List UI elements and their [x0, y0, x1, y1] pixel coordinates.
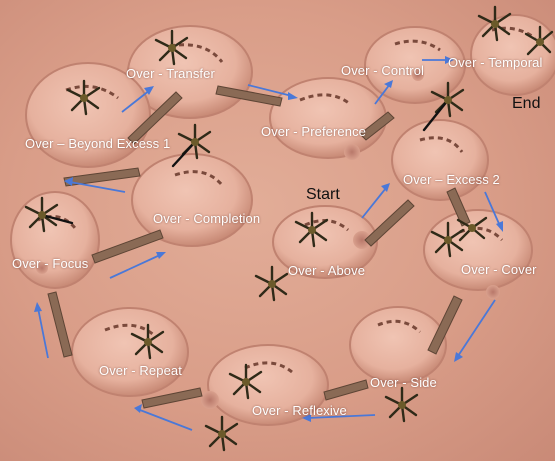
station-label-temporal[interactable]: Over - Temporal [448, 55, 555, 70]
path-arrow [454, 300, 495, 362]
station-label-repeat[interactable]: Over - Repeat [99, 363, 182, 378]
platform-excess2 [392, 120, 488, 200]
station-label-beyond-excess-1[interactable]: Over – Beyond Excess 1 [25, 136, 170, 151]
platforms [11, 15, 555, 425]
bridge-plank [324, 380, 368, 400]
station-label-above[interactable]: Over - Above [288, 263, 365, 278]
station-label-completion[interactable]: Over - Completion [153, 211, 260, 226]
platform-repeat [72, 308, 188, 396]
platform-completion [132, 154, 252, 246]
station-label-preference[interactable]: Over - Preference [261, 124, 366, 139]
station-label-side[interactable]: Over - Side [370, 375, 437, 390]
platform-cover [424, 210, 532, 290]
bridge-plank [365, 200, 414, 246]
path-arrow [34, 302, 48, 358]
end-label: End [512, 95, 540, 113]
station-label-focus[interactable]: Over - Focus [12, 256, 88, 271]
path-arrow [362, 183, 390, 218]
station-label-transfer[interactable]: Over - Transfer [126, 66, 215, 81]
path-arrow [134, 404, 192, 430]
palm-tree-icon [256, 267, 287, 300]
path-arrow [110, 252, 166, 278]
station-label-reflexive[interactable]: Over - Reflexive [252, 403, 347, 418]
palm-tree-icon [386, 388, 417, 421]
station-label-cover[interactable]: Over - Cover [461, 262, 537, 277]
palm-tree-icon [206, 417, 237, 450]
platform-preference [270, 78, 386, 158]
bridge-plank [48, 292, 72, 357]
start-label: Start [306, 186, 340, 204]
station-label-excess-2[interactable]: Over – Excess 2 [403, 172, 500, 187]
station-label-control[interactable]: Over - Control [341, 63, 424, 78]
